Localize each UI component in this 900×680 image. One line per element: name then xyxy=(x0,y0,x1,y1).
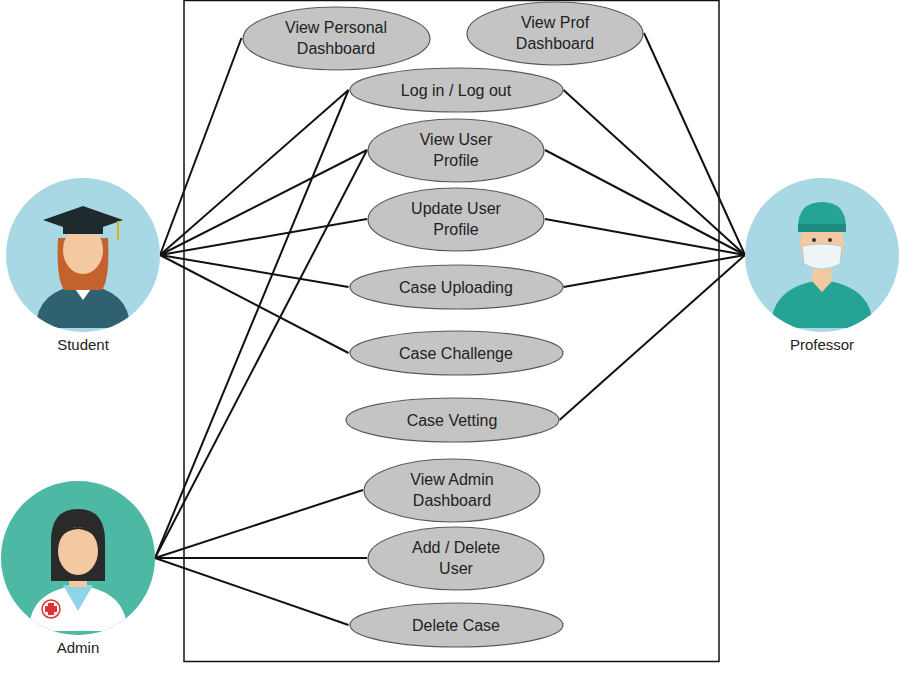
use-case-label: Case Vetting xyxy=(377,410,527,431)
association-line xyxy=(564,90,746,255)
use-case-text-wrap: View User Profile xyxy=(401,129,511,171)
use-case-label: Log in / Log out xyxy=(381,80,531,101)
actor-label: Student xyxy=(57,336,109,354)
actor: Professor xyxy=(745,178,899,358)
association-line xyxy=(644,33,745,255)
ellipse-outline xyxy=(367,187,545,252)
actor-label: Professor xyxy=(790,336,854,354)
use-case-ellipse: View Personal Dashboard xyxy=(242,6,431,71)
use-case-ellipse: View Admin Dashboard xyxy=(363,458,541,523)
use-case-text-wrap: View Personal Dashboard xyxy=(271,17,401,59)
association-line xyxy=(160,150,367,255)
use-case-ellipse: Add / Delete User xyxy=(367,526,545,591)
use-case-ellipse: Update User Profile xyxy=(367,187,545,252)
actor-icon xyxy=(745,178,899,332)
actor: Student xyxy=(6,178,160,358)
use-case-label: Add / Delete User xyxy=(401,537,511,579)
association-line xyxy=(160,90,349,255)
association-line xyxy=(155,490,363,558)
association-line xyxy=(160,219,367,255)
use-case-ellipse: Delete Case xyxy=(349,602,564,648)
use-case-ellipse: View Prof Dashboard xyxy=(466,1,644,66)
ellipse-outline xyxy=(242,6,431,71)
actor-icon xyxy=(6,178,160,332)
use-case-text-wrap: Delete Case xyxy=(381,615,531,636)
use-case-label: Delete Case xyxy=(381,615,531,636)
use-case-ellipse: Case Uploading xyxy=(349,264,564,310)
ellipse-outline xyxy=(363,458,541,523)
association-line xyxy=(545,150,745,255)
association-line xyxy=(560,255,746,420)
ellipse-outline xyxy=(367,526,545,591)
use-case-label: Case Challenge xyxy=(381,343,531,364)
use-case-text-wrap: Update User Profile xyxy=(396,198,516,240)
ellipse-outline xyxy=(466,1,644,66)
association-line xyxy=(160,255,349,287)
use-case-text-wrap: Add / Delete User xyxy=(401,537,511,579)
actor-label: Admin xyxy=(57,639,100,657)
use-case-ellipse: Case Vetting xyxy=(345,397,560,443)
use-case-label: View Admin Dashboard xyxy=(392,469,512,511)
use-case-text-wrap: View Prof Dashboard xyxy=(495,12,615,54)
use-case-text-wrap: View Admin Dashboard xyxy=(392,469,512,511)
association-line xyxy=(155,90,349,558)
use-case-ellipse: Case Challenge xyxy=(349,330,564,376)
use-case-label: Update User Profile xyxy=(396,198,516,240)
association-line xyxy=(160,255,349,353)
use-case-text-wrap: Case Vetting xyxy=(377,410,527,431)
association-line xyxy=(155,558,349,625)
use-case-ellipse: Log in / Log out xyxy=(349,67,564,113)
use-case-label: View User Profile xyxy=(401,129,511,171)
use-case-text-wrap: Case Challenge xyxy=(381,343,531,364)
use-case-label: Case Uploading xyxy=(381,277,531,298)
use-case-text-wrap: Case Uploading xyxy=(381,277,531,298)
association-line xyxy=(564,255,746,287)
boundary-rect xyxy=(184,1,719,662)
association-line xyxy=(155,557,367,559)
use-case-text-wrap: Log in / Log out xyxy=(381,80,531,101)
ellipse-outline xyxy=(367,118,545,183)
use-case-ellipse: View User Profile xyxy=(367,118,545,183)
use-case-label: View Personal Dashboard xyxy=(271,17,401,59)
association-line xyxy=(155,150,367,558)
association-line xyxy=(545,219,745,255)
association-line xyxy=(160,38,242,255)
actor: Admin xyxy=(1,481,155,661)
actor-icon xyxy=(1,481,155,635)
use-case-label: View Prof Dashboard xyxy=(495,12,615,54)
